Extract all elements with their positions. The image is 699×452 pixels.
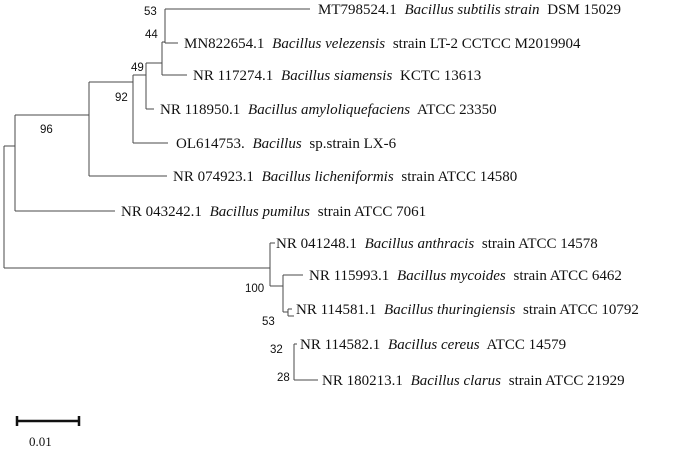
leaf-strain: strain ATCC 6462 (514, 268, 622, 284)
leaf-strain: strain LT-2 CCTCC M2019904 (393, 36, 581, 52)
leaf-species: Bacillus siamensis (281, 68, 392, 84)
bootstrap-value: 92 (115, 92, 128, 104)
leaf-strain: strain ATCC 7061 (318, 204, 426, 220)
leaf-label-subtilis: MT798524.1 Bacillus subtilis strain DSM … (318, 2, 621, 18)
leaf-species: Bacillus pumilus (210, 204, 311, 220)
bootstrap-value: 53 (144, 6, 157, 18)
leaf-accession: MN822654.1 (184, 36, 264, 52)
leaf-label-siamensis: NR 117274.1 Bacillus siamensis KCTC 1361… (193, 68, 481, 84)
leaf-label-amyloliquefaciens: NR 118950.1 Bacillus amyloliquefaciens A… (160, 102, 497, 118)
leaf-species: Bacillus amyloliquefaciens (248, 102, 410, 118)
scale-bar-group: 0.01 (15, 416, 81, 449)
bootstrap-value: 53 (262, 316, 275, 328)
leaf-accession: NR 114582.1 (300, 337, 380, 353)
leaf-strain: DSM 15029 (547, 2, 621, 18)
bootstrap-value: 32 (270, 344, 283, 356)
bootstrap-value: 49 (131, 62, 144, 74)
leaf-label-thuringiensis: NR 114581.1 Bacillus thuringiensis strai… (296, 302, 639, 318)
bootstrap-value: 96 (40, 124, 53, 136)
leaf-accession: NR 118950.1 (160, 102, 240, 118)
bootstrap-labels: 53 44 49 92 96 100 53 32 28 (40, 6, 290, 384)
leaf-accession: NR 043242.1 (121, 204, 202, 220)
leaf-strain: strain ATCC 10792 (523, 302, 639, 318)
leaf-label-velezensis: MN822654.1 Bacillus velezensis strain LT… (184, 36, 581, 52)
leaf-strain: strain ATCC 21929 (509, 373, 625, 389)
bootstrap-value: 44 (145, 29, 158, 41)
leaf-accession: NR 041248.1 (276, 236, 357, 252)
bootstrap-value: 28 (277, 372, 290, 384)
leaf-species: Bacillus subtilis strain (405, 2, 540, 18)
leaf-species: Bacillus clarus (411, 373, 502, 389)
leaf-species: Bacillus cereus (388, 337, 480, 353)
leaf-label-anthracis: NR 041248.1 Bacillus anthracis strain AT… (276, 236, 598, 252)
leaf-label-lx6: OL614753. Bacillus sp.strain LX-6 (176, 136, 397, 152)
leaf-accession: NR 115993.1 (309, 268, 389, 284)
leaf-accession: MT798524.1 (318, 2, 397, 18)
leaf-species: Bacillus mycoides (397, 268, 506, 284)
leaf-species: Bacillus thuringiensis (384, 302, 515, 318)
leaf-accession: OL614753. (176, 136, 245, 152)
leaf-accession: NR 117274.1 (193, 68, 273, 84)
leaf-accession: NR 074923.1 (173, 169, 254, 185)
leaf-accession: NR 180213.1 (322, 373, 403, 389)
leaf-accession: NR 114581.1 (296, 302, 376, 318)
scale-label: 0.01 (29, 434, 52, 449)
leaf-strain: KCTC 13613 (400, 68, 481, 84)
leaf-species: Bacillus anthracis (365, 236, 475, 252)
leaf-label-cereus: NR 114582.1 Bacillus cereus ATCC 14579 (300, 337, 566, 353)
leaf-strain: strain ATCC 14580 (401, 169, 517, 185)
leaf-strain: strain ATCC 14578 (482, 236, 598, 252)
leaf-strain: ATCC 14579 (486, 337, 566, 353)
leaf-labels: MT798524.1 Bacillus subtilis strain DSM … (121, 2, 639, 389)
bootstrap-value: 100 (245, 283, 264, 295)
leaf-species: Bacillus velezensis (272, 36, 385, 52)
leaf-strain: ATCC 23350 (417, 102, 497, 118)
tree-branches (3, 8, 318, 381)
leaf-label-licheniformis: NR 074923.1 Bacillus licheniformis strai… (173, 169, 517, 185)
leaf-species: Bacillus (253, 136, 302, 152)
scale-bar (15, 416, 81, 426)
leaf-label-pumilus: NR 043242.1 Bacillus pumilus strain ATCC… (121, 204, 426, 220)
leaf-strain: sp.strain LX-6 (309, 136, 396, 152)
leaf-species: Bacillus licheniformis (262, 169, 394, 185)
leaf-label-mycoides: NR 115993.1 Bacillus mycoides strain ATC… (309, 268, 622, 284)
leaf-label-clarus: NR 180213.1 Bacillus clarus strain ATCC … (322, 373, 625, 389)
